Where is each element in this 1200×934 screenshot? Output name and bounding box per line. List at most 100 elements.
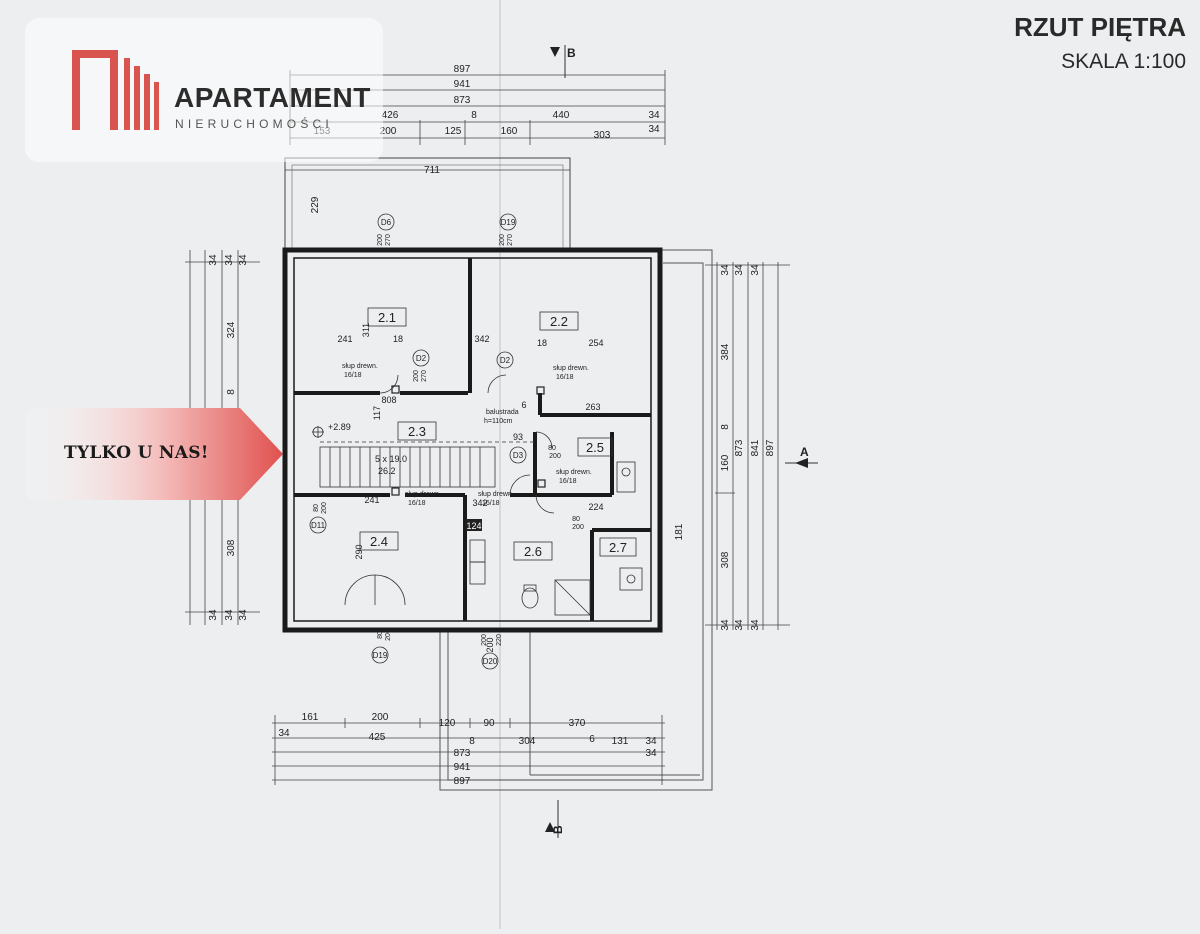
dim-int-15: 124 bbox=[466, 521, 481, 531]
room-2-4: 2.4 bbox=[370, 534, 388, 549]
dim-int-7: 263 bbox=[585, 402, 600, 412]
brand-tagline: NIERUCHOMOŚCI bbox=[175, 117, 333, 131]
promo-label: TYLKO U NAS! bbox=[64, 443, 209, 463]
dim-left-2: 34 bbox=[224, 254, 235, 266]
dim-right-8: 841 bbox=[750, 439, 761, 456]
dim-right-11: 34 bbox=[720, 619, 731, 631]
dim-right-6: 160 bbox=[720, 454, 731, 471]
dim-int-2: 241 bbox=[337, 334, 352, 344]
dim-int-8: 808 bbox=[381, 395, 396, 405]
dim-bottom-16: 34 bbox=[645, 748, 657, 759]
dim-int-4: 342 bbox=[474, 334, 489, 344]
brand-name: APARTAMENT bbox=[174, 82, 371, 113]
dim-right-13: 34 bbox=[750, 619, 761, 631]
dim-bottom-15: 8 bbox=[469, 736, 475, 747]
door-dim-7: 80 bbox=[548, 445, 556, 452]
dim-left-6: 308 bbox=[226, 539, 237, 556]
room-2-5: 2.5 bbox=[586, 440, 604, 455]
door-dim-9: 80 bbox=[572, 516, 580, 523]
dim-bottom-3: 120 bbox=[439, 718, 456, 729]
dim-bottom-4: 90 bbox=[483, 718, 495, 729]
column-size-2: 16/18 bbox=[556, 374, 574, 381]
dim-int-1: 311 bbox=[361, 323, 371, 337]
dim-int-3: 18 bbox=[393, 334, 403, 344]
door-dim-16: 220 bbox=[496, 634, 503, 646]
dim-top-15: 711 bbox=[424, 165, 440, 176]
column-label-5: słup drewn. bbox=[478, 491, 514, 498]
door-dim-14: 200 bbox=[385, 629, 392, 641]
terrace-outline bbox=[439, 249, 713, 791]
dim-bottom-5: 370 bbox=[569, 718, 586, 729]
door-d3: D3 bbox=[513, 451, 524, 460]
dim-left-9: 34 bbox=[238, 609, 249, 621]
dim-bottom-8: 304 bbox=[519, 736, 536, 747]
dim-int-11: 342 bbox=[472, 498, 487, 508]
column-size-1: 16/18 bbox=[344, 372, 362, 379]
dim-bottom-10: 131 bbox=[612, 736, 629, 747]
column-label-3: słup drewn. bbox=[556, 469, 592, 476]
wood-columns bbox=[391, 385, 546, 496]
door-dim-3: 200 bbox=[499, 234, 506, 246]
door-d6: D6 bbox=[381, 218, 392, 227]
dim-int-17: 200 bbox=[485, 637, 495, 652]
dim-top-13: 303 bbox=[594, 130, 611, 141]
dim-int-10: 93 bbox=[513, 432, 523, 442]
door-dim-15: 200 bbox=[481, 634, 488, 646]
section-mark-b-top: B bbox=[550, 45, 576, 78]
dim-bottom-12: 873 bbox=[454, 748, 471, 759]
dim-int-6: 254 bbox=[588, 338, 603, 348]
dim-bottom-7: 425 bbox=[369, 732, 386, 743]
room-2-7: 2.7 bbox=[609, 540, 627, 555]
dim-top-16: 229 bbox=[310, 196, 321, 213]
dim-top-12: 160 bbox=[501, 126, 518, 137]
door-dim-11: 80 bbox=[313, 504, 320, 512]
dim-right-5: 8 bbox=[720, 424, 731, 430]
door-dim-10: 200 bbox=[572, 524, 584, 531]
door-dim-13: 80 bbox=[377, 631, 384, 639]
balustrade-height: h=110cm bbox=[484, 418, 513, 425]
room-2-3: 2.3 bbox=[408, 424, 426, 439]
promo-arrow bbox=[25, 408, 283, 500]
dim-right-9: 897 bbox=[765, 439, 776, 456]
stairs-depth: 26.2 bbox=[378, 466, 396, 476]
dim-right-4: 384 bbox=[720, 343, 731, 360]
dim-bottom-9: 6 bbox=[589, 734, 595, 745]
dim-left-4: 324 bbox=[226, 321, 237, 338]
dim-left-3: 34 bbox=[238, 254, 249, 266]
door-dim-6: 270 bbox=[421, 370, 428, 382]
svg-text:+2.89: +2.89 bbox=[328, 422, 351, 432]
level-marker: +2.89 bbox=[312, 422, 351, 438]
door-swings bbox=[344, 374, 555, 606]
apartament-logo-icon bbox=[72, 50, 159, 130]
dim-bottom-1: 161 bbox=[302, 712, 319, 723]
dim-int-12: 241 bbox=[364, 495, 379, 505]
svg-text:A: A bbox=[800, 445, 809, 459]
column-label-2: słup drewn. bbox=[553, 365, 589, 372]
door-d11: D11 bbox=[311, 521, 326, 530]
room-2-1: 2.1 bbox=[378, 310, 396, 325]
dim-right-14: 181 bbox=[674, 523, 685, 540]
dim-right-1: 34 bbox=[720, 264, 731, 276]
column-size-5: 16/18 bbox=[482, 500, 500, 507]
column-size-3: 16/18 bbox=[559, 478, 577, 485]
dim-top-8: 34 bbox=[648, 124, 660, 135]
dim-bottom-6: 34 bbox=[278, 728, 290, 739]
bottom-dimension-chains bbox=[272, 715, 665, 785]
room-2-6: 2.6 bbox=[524, 544, 542, 559]
dim-top-4: 426 bbox=[382, 110, 399, 121]
door-d19-bottom: D19 bbox=[373, 651, 388, 660]
outer-walls bbox=[282, 247, 663, 633]
dim-left-8: 34 bbox=[224, 609, 235, 621]
door-dim-1: 200 bbox=[377, 234, 384, 246]
logo-card bbox=[25, 18, 383, 162]
balustrade-label: balustrada bbox=[486, 409, 519, 416]
dim-left-5: 8 bbox=[226, 389, 237, 395]
dim-bottom-2: 200 bbox=[372, 712, 389, 723]
dim-right-2: 34 bbox=[734, 264, 745, 276]
svg-text:B: B bbox=[567, 46, 576, 60]
dim-top-6: 440 bbox=[553, 110, 570, 121]
dim-int-9: 117 bbox=[372, 406, 382, 420]
door-dim-2: 270 bbox=[385, 234, 392, 246]
bathroom-fixtures bbox=[469, 461, 643, 616]
